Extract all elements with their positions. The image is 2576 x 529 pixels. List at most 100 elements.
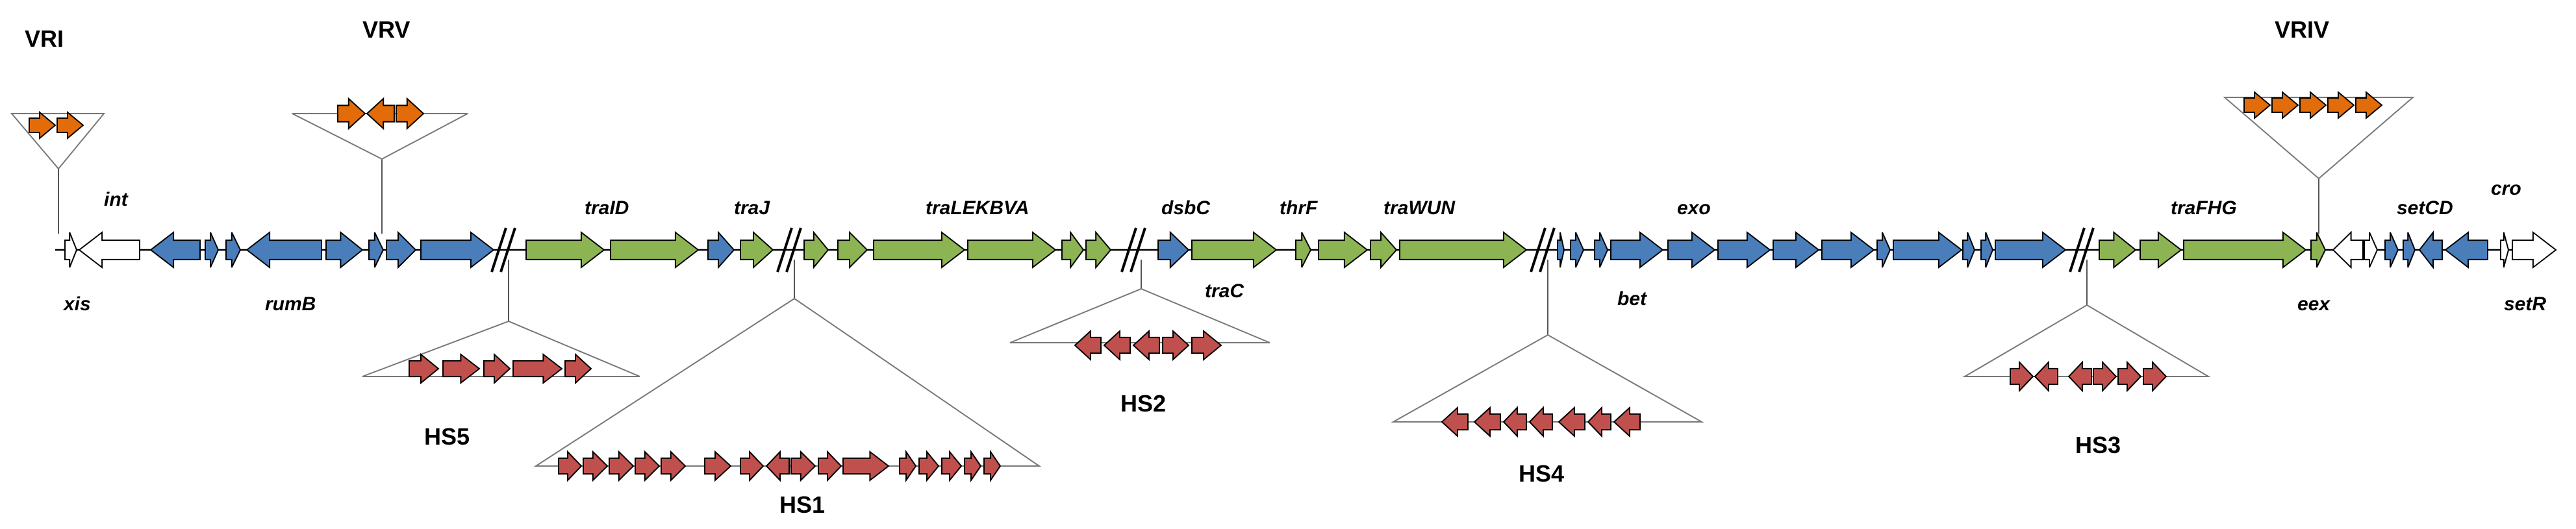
hs1-gene-3	[635, 450, 661, 482]
backbone-gene-2	[149, 230, 201, 269]
break-mark-0-1	[499, 227, 516, 273]
hs3-gene-1	[2034, 360, 2058, 393]
hs1-gene-12	[918, 450, 940, 482]
backbone-gene-22	[1295, 232, 1312, 268]
backbone-gene-1	[78, 230, 140, 269]
backbone-gene-8	[386, 230, 417, 269]
backbone-gene-46	[2403, 232, 2416, 268]
backbone-gene-17	[967, 230, 1057, 269]
gene-label-exo: exo	[1677, 197, 1711, 219]
backbone-gene-21	[1191, 230, 1278, 269]
backbone-gene-15	[837, 230, 868, 269]
vri-triangle	[10, 113, 106, 170]
backbone-gene-36	[1962, 232, 1976, 268]
backbone-gene-37	[1980, 232, 1994, 268]
hs1-gene-14	[964, 449, 982, 483]
gene-label-traFHG: traFHG	[2171, 197, 2237, 219]
hs3-gene-4	[2117, 360, 2142, 393]
backbone-gene-30	[1667, 230, 1716, 269]
backbone-layer	[55, 227, 2557, 273]
backbone-gene-32	[1773, 230, 1820, 269]
vrv-gene-1	[366, 97, 395, 130]
vrv-gene-0	[337, 97, 366, 130]
break-mark-0-0	[490, 227, 507, 273]
backbone-gene-44	[2364, 232, 2379, 268]
vrv-gene-2	[396, 97, 425, 130]
hs4-gene-3	[1528, 406, 1553, 438]
hs1-gene-9	[818, 450, 842, 482]
hs1-gene-0	[558, 450, 583, 482]
backbone-gene-49	[2500, 232, 2510, 268]
region-label-hs3: HS3	[2075, 432, 2121, 458]
backbone-gene-40	[2140, 230, 2182, 269]
backbone-gene-43	[2332, 230, 2364, 269]
break-mark-3-1	[1539, 227, 1556, 273]
hs3-triangle	[1962, 304, 2211, 377]
break-mark-2-0	[1120, 227, 1137, 273]
hs1-gene-1	[583, 450, 609, 482]
backbone-gene-11	[610, 230, 700, 269]
backbone-gene-50	[2512, 230, 2557, 269]
vriv-gene-2	[2299, 90, 2327, 120]
hs4-gene-4	[1558, 406, 1585, 438]
region-label-vrv: VRV	[362, 16, 410, 43]
hs2-gene-1	[1103, 329, 1131, 362]
gene-label-cro: cro	[2491, 178, 2521, 199]
region-label-vri: VRI	[25, 25, 64, 52]
hs4-triangle	[1391, 334, 1704, 423]
label-layer: VRI VRV VRIV HS5 HS1 HS2 HS4 HS3 int xis…	[25, 16, 2546, 518]
backbone-gene-26	[1557, 232, 1565, 268]
hs1-gene-4	[661, 450, 687, 482]
backbone-gene-7	[368, 232, 385, 268]
vriv-gene-0	[2243, 90, 2271, 120]
backbone-gene-13	[740, 230, 774, 269]
hs3-gene-0	[2010, 360, 2034, 393]
gene-label-traWUN: traWUN	[1383, 197, 1456, 219]
insert-layer	[10, 90, 2415, 483]
backbone-gene-0	[64, 232, 78, 268]
hs4-gene-2	[1502, 406, 1527, 438]
region-label-hs2: HS2	[1120, 390, 1166, 417]
vri-gene-1	[57, 110, 84, 140]
hs3-gene-2	[2067, 360, 2092, 393]
region-label-hs5: HS5	[424, 423, 470, 450]
backbone-gene-3	[205, 232, 220, 268]
vriv-triangle	[2223, 97, 2415, 180]
vri-gene-0	[29, 110, 57, 140]
gene-label-rumB: rumB	[265, 293, 316, 315]
backbone-gene-27	[1570, 232, 1585, 268]
hs1-gene-15	[983, 449, 1002, 483]
backbone-gene-12	[707, 230, 735, 269]
gene-label-traLEKBVA: traLEKBVA	[926, 197, 1029, 219]
backbone-gene-10	[525, 230, 605, 269]
backbone-gene-14	[803, 230, 829, 269]
break-mark-4-1	[2078, 227, 2095, 273]
hs4-gene-5	[1587, 406, 1611, 438]
backbone-gene-28	[1594, 232, 1609, 268]
backbone-gene-47	[2418, 230, 2443, 269]
hs5-gene-2	[483, 352, 511, 385]
region-label-hs1: HS1	[779, 491, 825, 518]
backbone-gene-42	[2310, 232, 2327, 268]
gene-label-eex: eex	[2297, 293, 2330, 315]
break-mark-4-0	[2069, 227, 2086, 273]
backbone-gene-29	[1610, 230, 1664, 269]
backbone-gene-48	[2444, 230, 2488, 269]
hs1-gene-8	[790, 450, 816, 482]
hs1-gene-11	[899, 449, 917, 483]
backbone-gene-4	[225, 232, 242, 268]
backbone-gene-18	[1061, 230, 1085, 270]
hs1-gene-6	[740, 450, 764, 482]
backbone-gene-20	[1157, 230, 1190, 269]
backbone-gene-24	[1370, 230, 1398, 269]
backbone-gene-33	[1821, 230, 1875, 269]
hs3-gene-3	[2093, 360, 2117, 393]
hs1-gene-13	[941, 450, 963, 482]
hs2-gene-0	[1074, 329, 1102, 362]
hs3-gene-5	[2143, 360, 2167, 393]
hs2-gene-3	[1162, 329, 1190, 362]
gene-label-setR: setR	[2504, 293, 2546, 315]
backbone-gene-45	[2384, 232, 2399, 268]
hs1-gene-10	[842, 450, 890, 482]
